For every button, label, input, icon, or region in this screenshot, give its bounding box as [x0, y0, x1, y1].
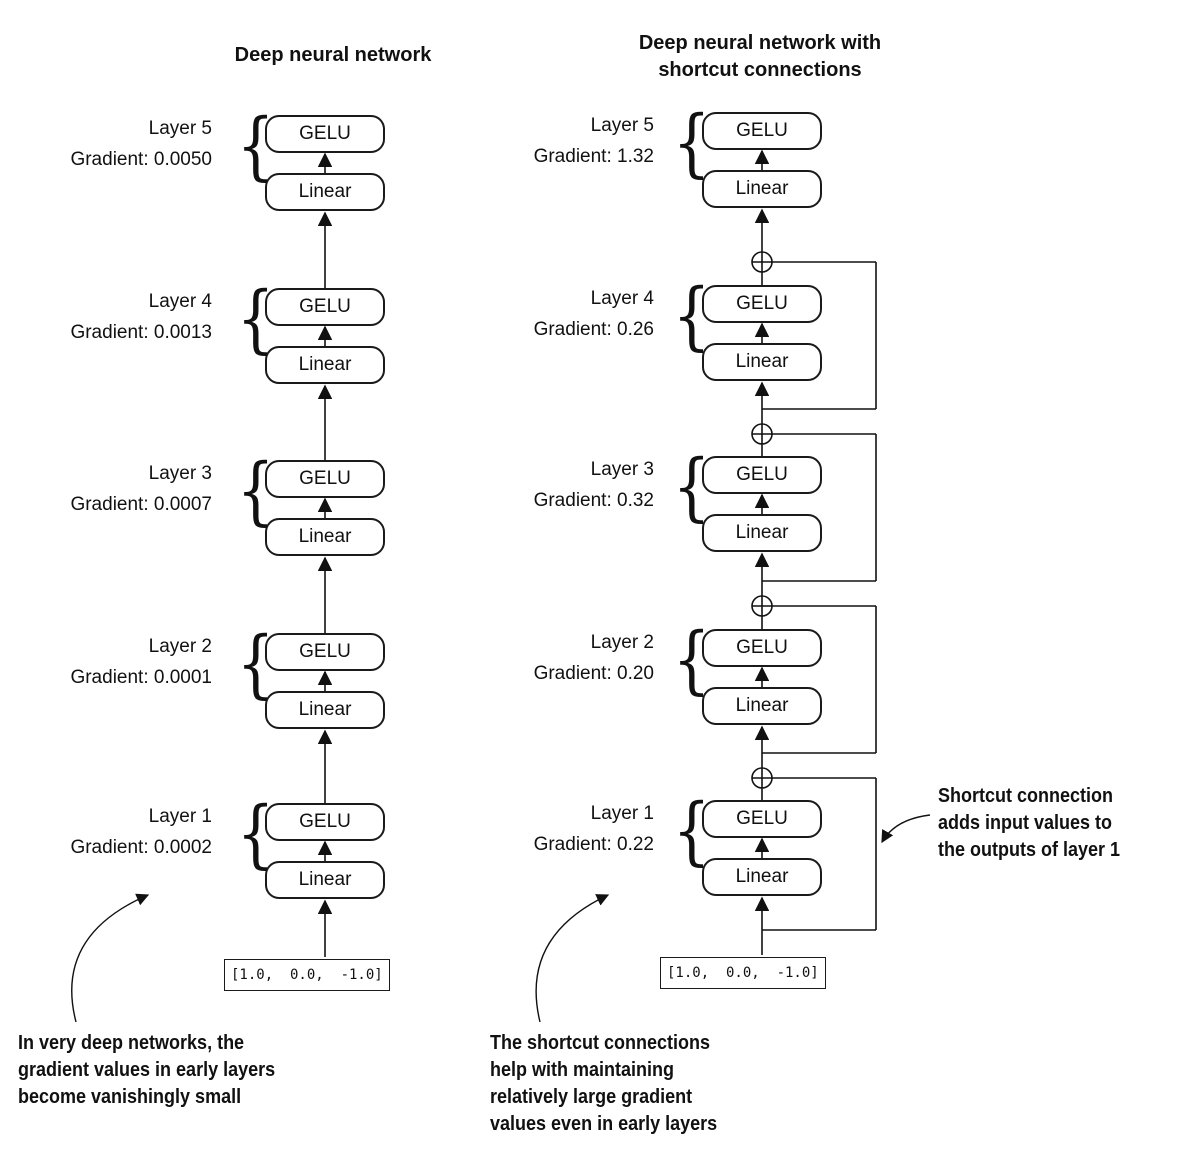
layer-gradient: Gradient: 0.0002	[70, 837, 212, 858]
gelu-block: GELU	[702, 629, 822, 667]
layer-label: Layer 5 Gradient: 0.0050	[12, 113, 212, 175]
layer-label: Layer 3 Gradient: 0.0007	[12, 458, 212, 520]
right-note-line: values even in early layers	[490, 1113, 718, 1135]
linear-block: Linear	[265, 691, 385, 729]
right-note-line: relatively large gradient	[490, 1086, 693, 1108]
gelu-block: GELU	[265, 803, 385, 841]
shortcut-note-line: Shortcut connection	[938, 785, 1114, 807]
right-input-vector: [1.0, 0.0, -1.0]	[660, 957, 826, 989]
linear-block: Linear	[265, 518, 385, 556]
left-title: Deep neural network	[234, 44, 432, 66]
layer-label: Layer 3 Gradient: 0.32	[454, 454, 654, 516]
gelu-block: GELU	[265, 288, 385, 326]
layer-gradient: Gradient: 0.26	[533, 319, 654, 340]
layer-name: Layer 4	[148, 291, 212, 312]
layer-name: Layer 4	[590, 288, 654, 309]
brace-icon: {	[672, 444, 711, 530]
left-note-line: In very deep networks, the	[18, 1032, 245, 1054]
layer-label: Layer 1 Gradient: 0.22	[454, 798, 654, 860]
layer-gradient: Gradient: 0.22	[533, 834, 654, 855]
left-note-line: gradient values in early layers	[18, 1059, 276, 1081]
layer-name: Layer 3	[148, 463, 212, 484]
left-note-arrow	[71, 893, 150, 1023]
shortcut-note-arrow	[881, 814, 931, 844]
layer-label: Layer 1 Gradient: 0.0002	[12, 801, 212, 863]
gelu-block: GELU	[265, 115, 385, 153]
gelu-block: GELU	[702, 456, 822, 494]
layer-gradient: Gradient: 1.32	[533, 146, 654, 167]
brace-icon: {	[672, 273, 711, 359]
right-title-line1: Deep neural network with	[638, 32, 882, 54]
brace-icon: {	[672, 788, 711, 874]
layer-gradient: Gradient: 0.32	[533, 490, 654, 511]
linear-block: Linear	[265, 346, 385, 384]
left-note: In very deep networks, the gradient valu…	[18, 1030, 275, 1111]
gelu-block: GELU	[265, 633, 385, 671]
brace-icon: {	[236, 103, 275, 189]
brace-icon: {	[236, 791, 275, 877]
layer-name: Layer 1	[148, 806, 212, 827]
gelu-block: GELU	[702, 800, 822, 838]
brace-icon: {	[236, 448, 275, 534]
shortcut-note: Shortcut connection adds input values to…	[938, 783, 1120, 864]
shortcut-note-line: the outputs of layer 1	[938, 839, 1121, 861]
gelu-block: GELU	[702, 112, 822, 150]
layer-name: Layer 1	[590, 803, 654, 824]
brace-icon: {	[236, 276, 275, 362]
linear-block: Linear	[702, 343, 822, 381]
linear-block: Linear	[702, 858, 822, 896]
left-note-line: become vanishingly small	[18, 1086, 242, 1108]
layer-label: Layer 2 Gradient: 0.20	[454, 627, 654, 689]
layer-gradient: Gradient: 0.0001	[70, 667, 212, 688]
brace-icon: {	[236, 621, 275, 707]
linear-block: Linear	[702, 170, 822, 208]
shortcut-note-line: adds input values to	[938, 812, 1113, 834]
layer-name: Layer 5	[148, 118, 212, 139]
right-note-line: help with maintaining	[490, 1059, 675, 1081]
layer-label: Layer 2 Gradient: 0.0001	[12, 631, 212, 693]
layer-label: Layer 5 Gradient: 1.32	[454, 110, 654, 172]
layer-name: Layer 2	[148, 636, 212, 657]
plus-circle-icon	[751, 595, 773, 617]
plus-circle-icon	[751, 767, 773, 789]
gelu-block: GELU	[265, 460, 385, 498]
linear-block: Linear	[265, 173, 385, 211]
right-title-line2: shortcut connections	[658, 59, 862, 81]
layer-gradient: Gradient: 0.20	[533, 663, 654, 684]
right-note: The shortcut connections help with maint…	[490, 1030, 717, 1138]
layer-name: Layer 3	[590, 459, 654, 480]
layer-gradient: Gradient: 0.0050	[70, 149, 212, 170]
linear-block: Linear	[702, 514, 822, 552]
layer-name: Layer 2	[590, 632, 654, 653]
brace-icon: {	[672, 617, 711, 703]
right-note-arrow	[535, 894, 610, 1023]
layer-name: Layer 5	[590, 115, 654, 136]
linear-block: Linear	[265, 861, 385, 899]
plus-circle-icon	[751, 423, 773, 445]
plus-circle-icon	[751, 251, 773, 273]
brace-icon: {	[672, 100, 711, 186]
layer-gradient: Gradient: 0.0013	[70, 322, 212, 343]
layer-gradient: Gradient: 0.0007	[70, 494, 212, 515]
layer-label: Layer 4 Gradient: 0.0013	[12, 286, 212, 348]
left-input-vector: [1.0, 0.0, -1.0]	[224, 959, 390, 991]
linear-block: Linear	[702, 687, 822, 725]
gelu-block: GELU	[702, 285, 822, 323]
right-note-line: The shortcut connections	[490, 1032, 711, 1054]
layer-label: Layer 4 Gradient: 0.26	[454, 283, 654, 345]
right-title: Deep neural network with shortcut connec…	[580, 30, 940, 84]
